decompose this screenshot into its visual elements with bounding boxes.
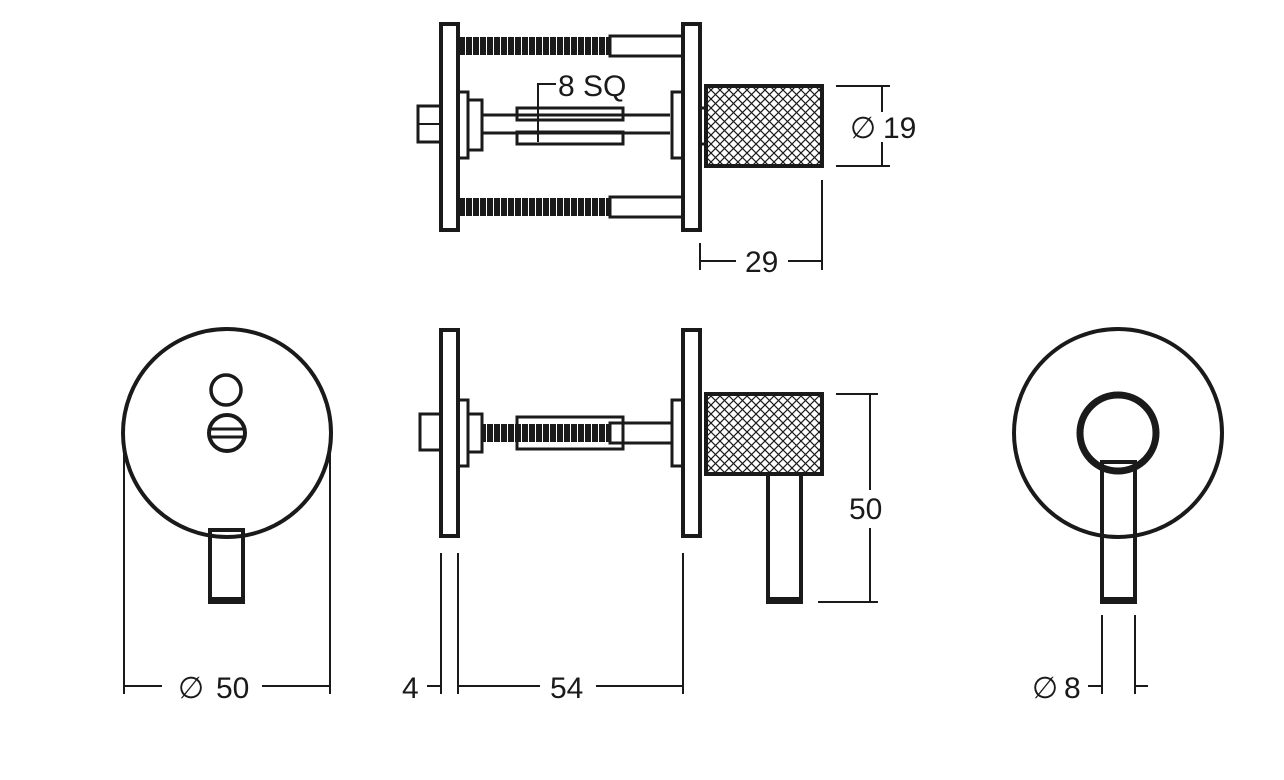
emergency-release-slot <box>207 413 247 453</box>
knob-length-dimension <box>699 180 823 270</box>
back-lever-hub <box>1076 391 1160 475</box>
side-spindle-housing <box>515 415 625 451</box>
square-spindle-top <box>515 106 625 122</box>
lever-length-dimension <box>818 393 878 603</box>
front-rose <box>121 327 333 539</box>
knob-diameter-dimension <box>836 85 890 167</box>
back-lever-stem <box>1100 460 1137 604</box>
bottom-bolt-thread <box>460 198 610 216</box>
side-left-backplate <box>439 328 460 538</box>
lever-length-label: 50 <box>849 493 882 526</box>
rose-diameter-symbol: ∅ <box>178 672 204 705</box>
back-view: ∅ 8 <box>1012 327 1224 705</box>
lever-diameter-dimension <box>1088 615 1148 694</box>
side-knurled-knob <box>704 392 824 476</box>
lever-diameter-label: 8 <box>1064 672 1081 705</box>
square-spindle-label: 8 SQ <box>558 70 626 103</box>
rose-diameter-dimension <box>123 443 331 694</box>
door-span-label: 54 <box>550 672 583 705</box>
knob-diameter-label: 19 <box>883 112 916 145</box>
knob-length-label: 29 <box>745 246 778 279</box>
side-view: 50 4 54 <box>402 328 882 705</box>
front-view: ∅ 50 <box>121 327 333 705</box>
right-backplate <box>681 22 702 232</box>
top-view: 8 SQ ∅ 19 29 <box>416 22 916 279</box>
front-lever-stem <box>208 528 245 604</box>
knob-diameter-symbol: ∅ <box>850 112 876 145</box>
square-spindle-bottom <box>515 130 625 146</box>
knurled-knob <box>704 84 824 168</box>
rose-diameter-label: 50 <box>216 672 249 705</box>
back-rose <box>1012 327 1224 539</box>
side-lever <box>766 472 803 604</box>
left-backplate <box>439 22 460 232</box>
side-right-backplate <box>681 328 702 538</box>
top-bolt-thread <box>460 37 610 55</box>
square-spindle-leader <box>537 83 556 142</box>
door-dimension-lines <box>427 553 684 694</box>
side-turn-cap <box>418 412 443 452</box>
plate-thickness-label: 4 <box>402 672 419 705</box>
bottom-bolt-sleeve <box>608 195 685 219</box>
lever-diameter-symbol: ∅ <box>1032 672 1058 705</box>
side-bolt-thread <box>482 424 610 442</box>
indicator-hole <box>209 373 243 407</box>
side-right-rose-ring <box>670 398 685 468</box>
right-rose-ring <box>670 90 685 160</box>
top-bolt-sleeve <box>608 34 685 58</box>
spindle <box>482 113 670 135</box>
